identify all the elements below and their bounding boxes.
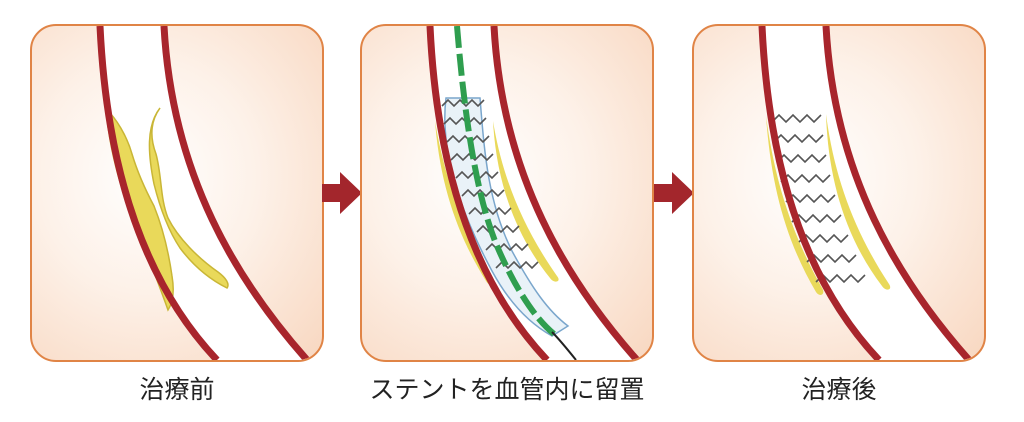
panel-stent-placement xyxy=(360,24,654,362)
guidewire xyxy=(551,331,577,360)
vessel-wall-left xyxy=(426,26,550,360)
vessel-wall-left xyxy=(758,26,882,360)
right-arrow-icon xyxy=(322,172,362,214)
vessel-wall-right xyxy=(822,26,972,360)
stent-deployment-illustration xyxy=(426,26,640,360)
vessel-wall-right xyxy=(490,26,640,360)
caption-before-treatment: 治療前 xyxy=(139,375,215,404)
vessel-wall-right xyxy=(160,26,310,360)
artery-narrowed-illustration xyxy=(96,26,310,360)
caption-stent-placement: ステントを血管内に留置 xyxy=(369,375,645,404)
right-arrow-icon xyxy=(654,172,694,214)
artery-with-stent-illustration xyxy=(758,26,972,360)
vessel-wall-left xyxy=(96,26,220,360)
stent-mesh xyxy=(771,113,866,284)
panel-after-treatment xyxy=(692,24,986,362)
plaque-right xyxy=(148,107,229,289)
catheter xyxy=(454,26,556,337)
caption-after-treatment: 治療後 xyxy=(801,375,877,404)
panel-before-treatment xyxy=(30,24,324,362)
